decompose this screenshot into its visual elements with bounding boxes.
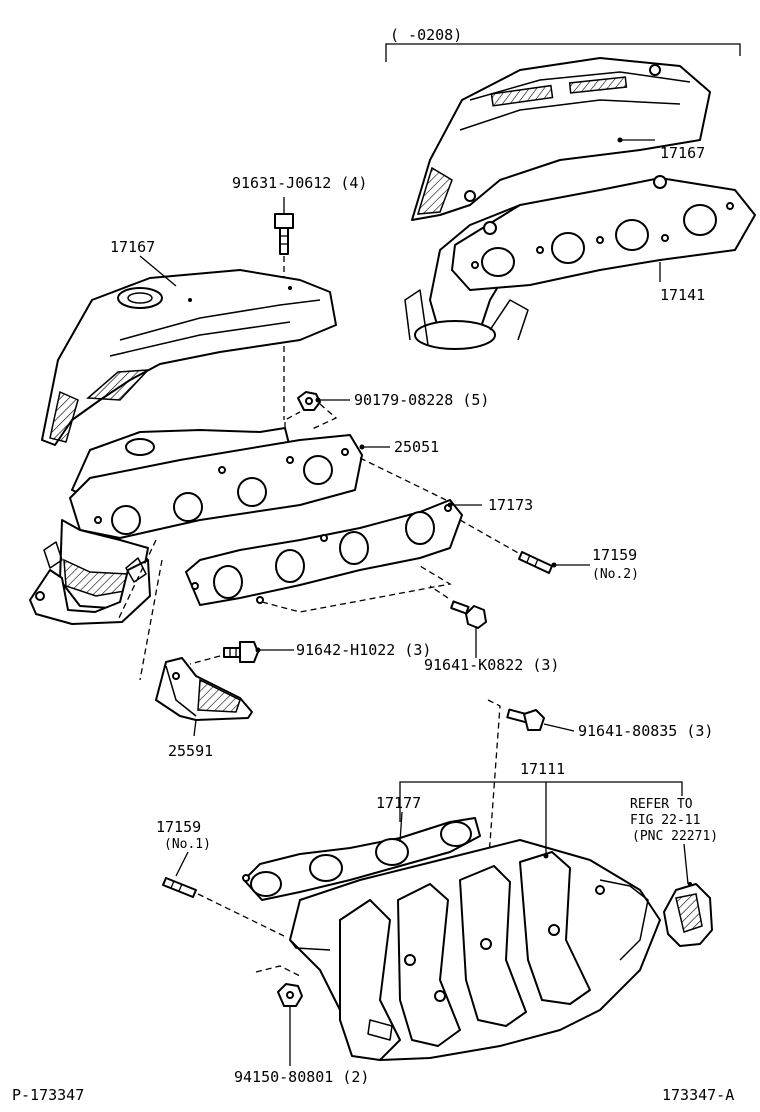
stud-no2-drawing (459, 519, 553, 574)
gasket-exhaust-drawing (185, 457, 463, 613)
callout-labels: 17167 17141 91631-J0612 (4) 17167 90179-… (110, 144, 718, 1086)
page-code-left: P-173347 (12, 1086, 84, 1104)
intake-manifold-drawing (255, 839, 661, 1061)
heat-insulator-left-drawing (41, 269, 337, 446)
label-bolt-k0822: 91641-K0822 (3) (424, 656, 559, 674)
exhaust-manifold-drawing (29, 411, 363, 625)
label-bracket: 25591 (168, 742, 213, 760)
label-heat-insulator-left: 17167 (110, 238, 155, 256)
label-refer-line2: FIG 22-11 (630, 813, 700, 828)
bolt-k0822-drawing (429, 585, 487, 629)
heat-insulator-upper-drawing (411, 57, 711, 221)
label-gasket-upper: 17141 (660, 286, 705, 304)
label-exhaust-manifold: 25051 (394, 438, 439, 456)
label-stud-no1-note: (No.1) (164, 837, 211, 852)
gasket-intake-drawing (242, 817, 481, 901)
throttle-gasket-drawing (663, 882, 713, 947)
label-nut-80801: 94150-80801 (2) (234, 1068, 369, 1086)
page-code-right: 173347-A (662, 1086, 734, 1104)
label-gasket-intake: 17177 (376, 794, 421, 812)
leader-lines (139, 137, 689, 1066)
label-stud-no2: 17159 (592, 546, 637, 564)
label-refer-line1: REFER TO (630, 797, 693, 812)
stud-no1-drawing (162, 877, 285, 937)
label-bolt-upper: 91631-J0612 (4) (232, 174, 367, 192)
date-range-bracket: ( -0208) (385, 26, 741, 62)
bolt-80835-drawing (487, 699, 545, 871)
label-stud-no1: 17159 (156, 818, 201, 836)
label-stud-no2-note: (No.2) (592, 567, 639, 582)
bolt-h1022-drawing (189, 641, 259, 665)
label-heat-insulator-upper: 17167 (660, 144, 705, 162)
label-bolt-80835: 91641-80835 (3) (578, 722, 713, 740)
nut-drawing (297, 391, 338, 431)
label-refer-line3: (PNC 22271) (632, 829, 718, 844)
label-gasket-exhaust: 17173 (488, 496, 533, 514)
bracket-drawing (117, 539, 253, 721)
label-nut: 90179-08228 (5) (354, 391, 489, 409)
nut-80801-drawing (277, 983, 303, 1007)
label-bolt-h1022: 91642-H1022 (3) (296, 641, 431, 659)
exhaust-manifold-upper-drawing (404, 175, 756, 350)
date-range-label: ( -0208) (390, 26, 462, 44)
label-intake-manifold: 17111 (520, 760, 565, 778)
